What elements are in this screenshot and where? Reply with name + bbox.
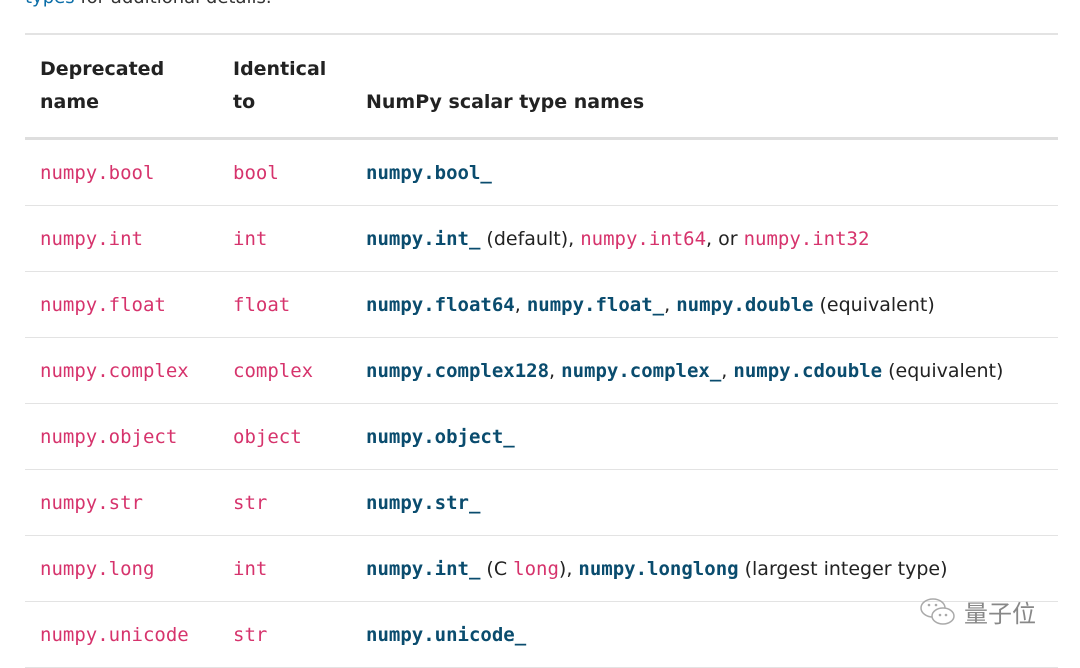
- inline-code: long: [513, 557, 559, 580]
- inline-code: numpy.int32: [743, 227, 870, 250]
- type-link[interactable]: numpy.int_: [366, 227, 481, 250]
- header-deprecated-name: Deprecated name: [40, 58, 165, 113]
- scalar-type-names-cell: numpy.object_: [351, 403, 1058, 470]
- type-link[interactable]: numpy.object_: [366, 425, 515, 448]
- type-link[interactable]: numpy.unicode_: [366, 623, 527, 646]
- text-fragment: ,: [514, 293, 527, 316]
- deprecated-name-cell: numpy.float: [25, 271, 218, 338]
- scalar-type-names-cell: numpy.str_: [351, 469, 1058, 536]
- identical-to-cell: float: [218, 271, 351, 338]
- deprecated-name-cell: numpy.str: [25, 469, 218, 536]
- wechat-icon: [920, 597, 955, 625]
- identical-to-cell: bool: [218, 138, 351, 206]
- deprecated-types-table: Deprecated name Identical to NumPy scala…: [25, 33, 1058, 668]
- intro-rest: for additional details.: [75, 0, 271, 8]
- type-link[interactable]: numpy.double: [676, 293, 814, 316]
- deprecated-name-cell: numpy.long: [25, 535, 218, 602]
- text-fragment: (largest integer type): [738, 557, 948, 580]
- text-fragment: ,: [664, 293, 677, 316]
- type-link[interactable]: numpy.cdouble: [733, 359, 883, 382]
- deprecated-name-cell: numpy.int: [25, 205, 218, 272]
- type-link[interactable]: numpy.int_: [366, 557, 481, 580]
- text-fragment: ,: [721, 359, 734, 382]
- table-header-row: Deprecated name Identical to NumPy scala…: [25, 34, 1058, 139]
- header-identical-to: Identical to: [233, 58, 327, 113]
- text-fragment: (equivalent): [882, 359, 1004, 382]
- scalar-type-names-cell: numpy.float64, numpy.float_, numpy.doubl…: [351, 271, 1058, 338]
- deprecated-name-cell: numpy.bool: [25, 138, 218, 206]
- text-fragment: (equivalent): [813, 293, 935, 316]
- type-link[interactable]: numpy.complex_: [561, 359, 722, 382]
- deprecated-name-cell: numpy.object: [25, 403, 218, 470]
- identical-to-cell: int: [218, 535, 351, 602]
- intro-text: types for additional details.: [25, 0, 272, 8]
- identical-to-cell: complex: [218, 337, 351, 404]
- deprecated-name-cell: numpy.complex: [25, 337, 218, 404]
- header-numpy-scalar-type-names: NumPy scalar type names: [366, 91, 645, 113]
- type-link[interactable]: numpy.longlong: [578, 557, 739, 580]
- identical-to-cell: str: [218, 469, 351, 536]
- scalar-type-names-cell: numpy.int_ (C long), numpy.longlong (lar…: [351, 535, 1058, 602]
- text-fragment: (C: [480, 557, 514, 580]
- scalar-type-names-cell: numpy.complex128, numpy.complex_, numpy.…: [351, 337, 1058, 404]
- types-link[interactable]: types: [25, 0, 75, 8]
- text-fragment: (default),: [480, 227, 581, 250]
- type-link[interactable]: numpy.bool_: [366, 161, 492, 184]
- deprecated-name-cell: numpy.unicode: [25, 601, 218, 668]
- scalar-type-names-cell: numpy.int_ (default), numpy.int64, or nu…: [351, 205, 1058, 272]
- text-fragment: ),: [558, 557, 579, 580]
- type-link[interactable]: numpy.float64: [366, 293, 515, 316]
- text-fragment: , or: [706, 227, 744, 250]
- type-link[interactable]: numpy.float_: [526, 293, 665, 316]
- type-link[interactable]: numpy.str_: [366, 491, 481, 514]
- inline-code: numpy.int64: [580, 227, 707, 250]
- identical-to-cell: str: [218, 601, 351, 668]
- scalar-type-names-cell: numpy.bool_: [351, 138, 1058, 206]
- watermark: 量子位: [918, 594, 1036, 629]
- type-link[interactable]: numpy.complex128: [366, 359, 550, 382]
- watermark-text: 量子位: [964, 600, 1036, 628]
- identical-to-cell: int: [218, 205, 351, 272]
- identical-to-cell: object: [218, 403, 351, 470]
- text-fragment: ,: [549, 359, 562, 382]
